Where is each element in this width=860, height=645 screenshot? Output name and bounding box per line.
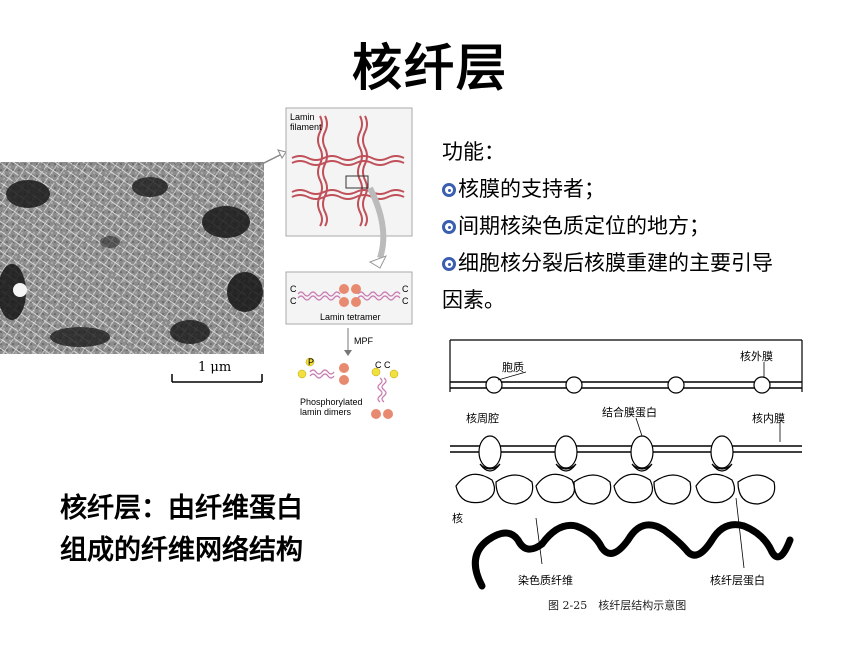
definition-line-1: 核纤层：由纤维蛋白 <box>60 493 303 524</box>
mpf-label: MPF <box>354 336 374 346</box>
lamina-structure-diagram: 胞质 核外膜 核周腔 结合膜蛋白 核内膜 核 染色质纤维 核纤层蛋白 <box>449 339 803 590</box>
functions-heading: 功能： <box>442 140 505 164</box>
electron-micrograph <box>0 162 264 354</box>
label-lamin-protein: 核纤层蛋白 <box>710 573 765 587</box>
label-nucleus: 核 <box>452 511 463 525</box>
spiral-bullet-icon <box>442 257 456 271</box>
scale-bar <box>171 374 263 383</box>
lamin-tetramer-label: Lamin tetramer <box>320 312 381 322</box>
lamin-filament-label-1: Lamin <box>290 112 315 122</box>
phosphorylated-label-2: lamin dimers <box>300 407 352 417</box>
c-label-1: C <box>290 284 297 294</box>
function-item-1: 核膜的支持者； <box>442 171 842 208</box>
label-cytoplasm: 胞质 <box>502 361 524 374</box>
function-item-3: 细胞核分裂后核膜重建的主要引导 <box>442 245 842 282</box>
function-item-3-continuation: 因素。 <box>442 288 505 312</box>
spiral-bullet-icon <box>442 183 456 197</box>
functions-block: 功能： 核膜的支持者； 间期核染色质定位的地方； 细胞核分裂后核膜重建的主要引导… <box>442 134 842 319</box>
function-item-2: 间期核染色质定位的地方； <box>442 208 842 245</box>
label-perinuclear-space: 核周腔 <box>466 411 499 425</box>
lamina-definition: 核纤层：由纤维蛋白 组成的纤维网络结构 <box>60 488 390 572</box>
c-label-5: C <box>375 360 382 370</box>
label-inner-membrane: 核内膜 <box>752 411 785 425</box>
c-label-2: C <box>290 296 297 306</box>
label-chromatin-fiber: 染色质纤维 <box>518 573 573 587</box>
lamin-filament-label-2: filament <box>290 122 322 132</box>
p-label-1: P <box>308 357 314 367</box>
c-label-3: C <box>402 284 409 294</box>
definition-line-2: 组成的纤维网络结构 <box>60 535 303 566</box>
lamin-assembly-figure: Lamin filament C C C C Lamin tetramer MP… <box>262 107 413 419</box>
c-label-6: C <box>384 360 391 370</box>
spiral-bullet-icon <box>442 220 456 234</box>
label-binding-protein: 结合膜蛋白 <box>602 405 657 419</box>
micrograph-texture <box>0 162 264 354</box>
c-label-4: C <box>402 296 409 306</box>
scale-bar-label: 1 μm <box>198 360 232 375</box>
phosphorylated-label-1: Phosphorylated <box>300 397 363 407</box>
figure-caption: 图 2-25 核纤层结构示意图 <box>548 599 687 612</box>
page-title: 核纤层 <box>352 39 508 97</box>
label-outer-membrane: 核外膜 <box>740 349 773 363</box>
